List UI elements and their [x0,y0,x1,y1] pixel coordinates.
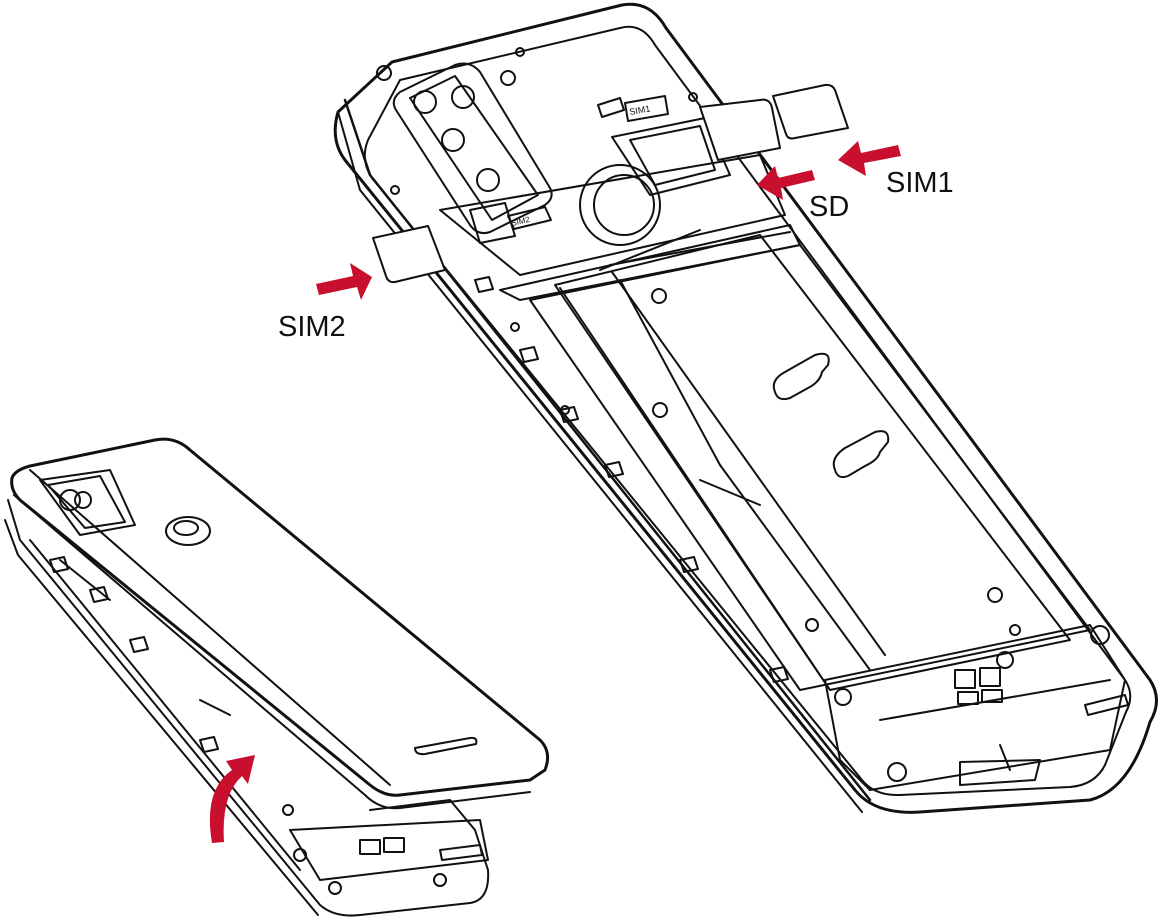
sim2-arrow-icon [316,263,372,300]
sim1-slot-marking: SIM1 [629,103,651,116]
sim1-slot: SIM1 [597,95,669,122]
camera-module [392,62,553,235]
battery-slot-lower [832,430,890,479]
camera-lens-2 [451,85,475,109]
phone-back-cover [4,437,550,917]
sim2-card [372,225,446,284]
back-cover-speaker-grille [414,736,478,756]
sd-card [699,98,781,161]
sim2-slot: SIM2 [469,202,552,244]
sim2-slot-marking: SIM2 [510,215,531,228]
sd-arrow-icon [757,166,815,200]
sim1-card [772,83,849,140]
camera-lens-4 [476,168,500,192]
camera-lens-3 [441,128,465,152]
phone-chassis [333,2,1158,814]
sim1-arrow-icon [838,141,901,176]
sd-label: SD [809,191,850,223]
battery-slot-upper [772,352,830,401]
fingerprint-sensor [579,164,661,246]
sim1-label: SIM1 [886,167,954,199]
camera-lens-1 [413,90,437,114]
sd-slot [611,117,731,196]
sim2-label: SIM2 [278,311,346,343]
attach-cover-arrow-icon [209,755,255,843]
chassis-outline [333,2,1158,814]
